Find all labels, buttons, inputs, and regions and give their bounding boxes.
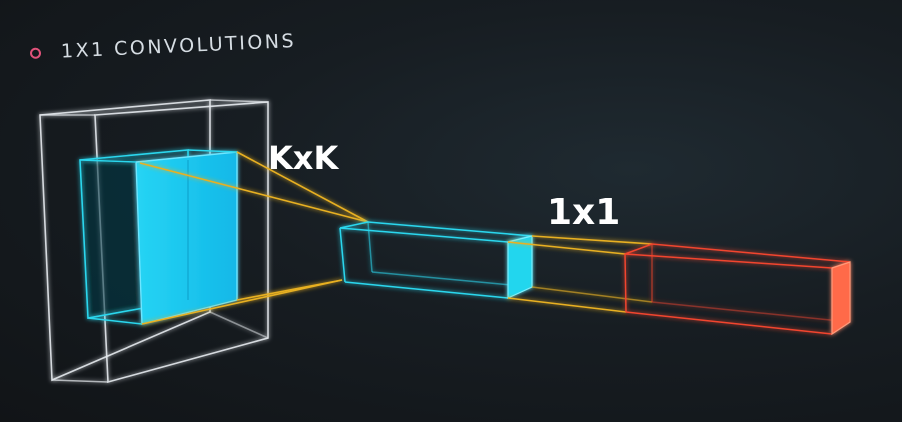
pointwise-cell — [507, 235, 533, 299]
output-projection — [507, 235, 653, 313]
kernel-volume — [79, 149, 238, 325]
feature-column — [339, 221, 533, 299]
kernel-size-label: KxK — [268, 139, 339, 177]
output-column — [624, 243, 851, 336]
projection-lines — [139, 151, 369, 325]
pointwise-size-label: 1x1 — [547, 192, 621, 233]
